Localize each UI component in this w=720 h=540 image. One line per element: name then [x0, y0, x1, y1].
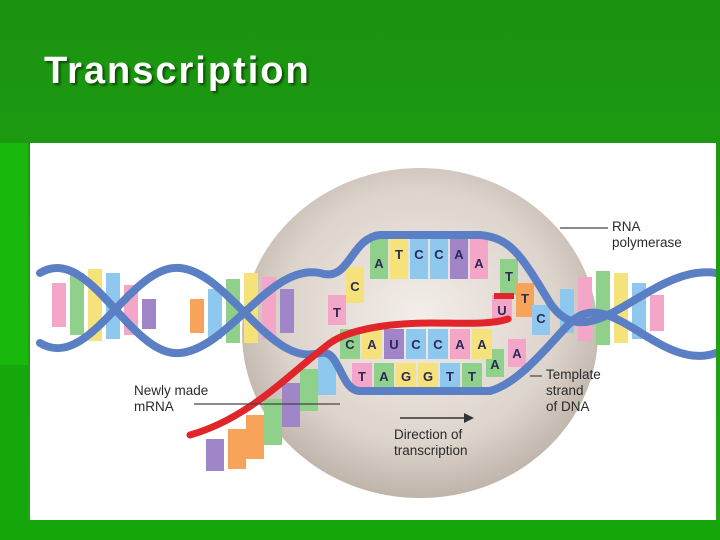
template-letters: T A G G T T A A	[358, 346, 522, 384]
svg-text:A: A	[379, 369, 389, 384]
label-polymerase: polymerase	[612, 235, 682, 250]
svg-text:A: A	[374, 256, 384, 271]
coding-top-letters: A T C C A A	[374, 247, 484, 271]
svg-text:C: C	[345, 337, 355, 352]
svg-text:C: C	[433, 337, 443, 352]
svg-text:T: T	[521, 291, 529, 306]
svg-text:T: T	[395, 247, 403, 262]
svg-text:A: A	[512, 346, 522, 361]
svg-text:C: C	[414, 247, 424, 262]
new-nucleotide	[494, 293, 514, 299]
label-direction-of: Direction of	[394, 427, 463, 442]
svg-text:T: T	[358, 369, 366, 384]
left-accent-bar-lower	[0, 365, 28, 540]
svg-text:T: T	[333, 305, 341, 320]
mrna-bases	[206, 295, 512, 471]
mrna-letters: C A U C C A A U	[345, 303, 506, 352]
label-rna: RNA	[612, 219, 641, 234]
svg-text:T: T	[468, 369, 476, 384]
coding-left-letters: C T	[333, 279, 360, 320]
svg-text:A: A	[474, 256, 484, 271]
label-newly-made: Newly made	[134, 383, 208, 398]
bottom-accent-bar	[0, 520, 720, 540]
svg-text:C: C	[536, 311, 546, 326]
label-template: Template	[546, 367, 601, 382]
svg-text:T: T	[505, 269, 513, 284]
leader-lines	[194, 227, 608, 405]
svg-text:G: G	[423, 369, 433, 384]
svg-text:U: U	[389, 337, 398, 352]
coding-strand-bases	[328, 239, 550, 335]
diagram-svg: A T C C A A C T T T C C A U C C A A U T	[36, 168, 716, 498]
template-strand-bases	[352, 339, 526, 387]
svg-text:A: A	[477, 337, 487, 352]
svg-text:G: G	[401, 369, 411, 384]
direction-arrow	[400, 413, 474, 423]
svg-text:C: C	[434, 247, 444, 262]
dna-backbone	[36, 231, 716, 395]
svg-text:A: A	[490, 357, 500, 372]
svg-text:C: C	[411, 337, 421, 352]
slide-title: Transcription	[44, 50, 311, 92]
label-transcription: transcription	[394, 443, 468, 458]
transcription-diagram: A T C C A A C T T T C C A U C C A A U T	[30, 143, 716, 520]
svg-text:A: A	[367, 337, 377, 352]
svg-text:A: A	[454, 247, 464, 262]
label-strand: strand	[546, 383, 584, 398]
coding-right-letters: T T C	[505, 269, 546, 326]
svg-text:T: T	[446, 369, 454, 384]
svg-text:A: A	[455, 337, 465, 352]
label-mrna: mRNA	[134, 399, 174, 414]
svg-text:C: C	[350, 279, 360, 294]
svg-text:U: U	[497, 303, 506, 318]
label-of-dna: of DNA	[546, 399, 590, 414]
